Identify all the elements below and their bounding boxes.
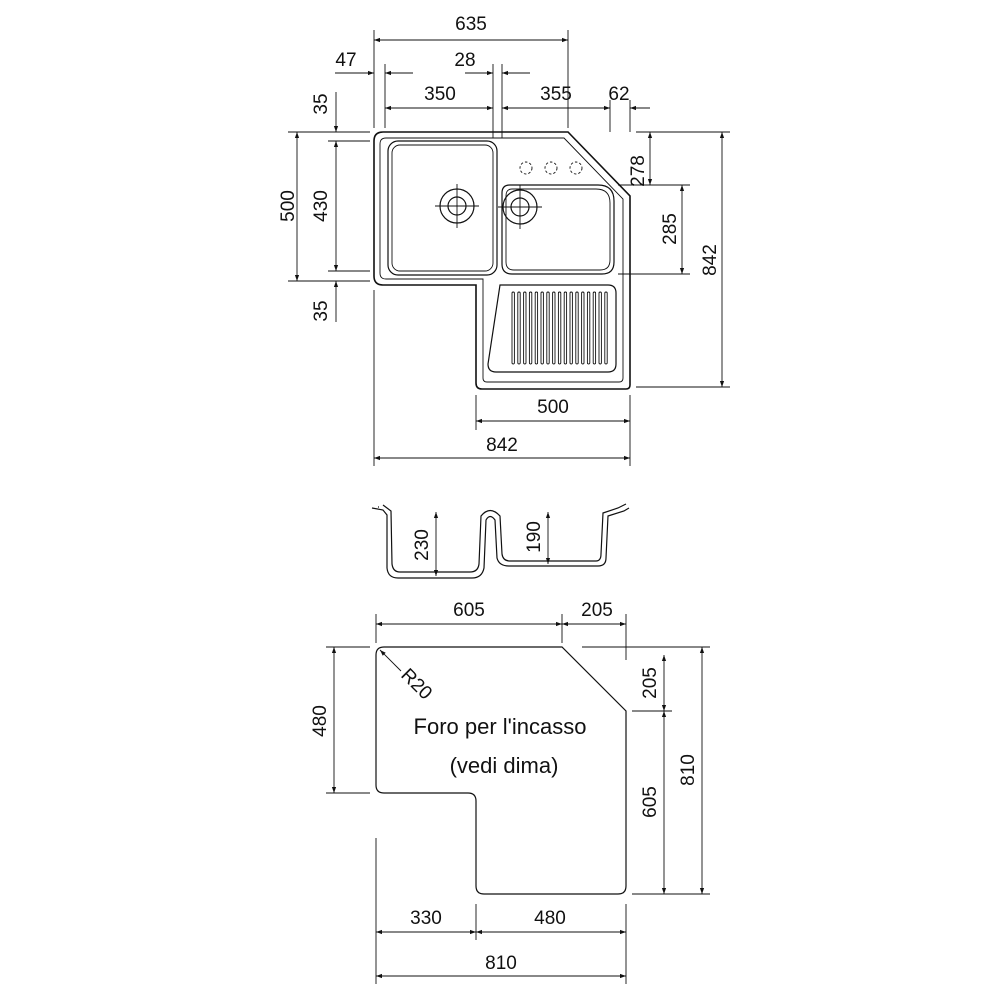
dim-cutout-top: 605 205 — [375, 600, 627, 660]
drainboard-rib — [563, 291, 568, 365]
dim-label: 205 — [640, 667, 661, 699]
dim-label: 605 — [453, 600, 485, 621]
drainboard-rib — [598, 291, 602, 365]
drainboard-rib — [592, 291, 597, 365]
dim-label: 810 — [678, 754, 699, 786]
dim-bottom: 500 842 — [373, 290, 631, 466]
cutout-note-title: Foro per l'incasso — [414, 714, 587, 739]
drainboard-ribs — [511, 291, 608, 365]
left-bowl — [387, 140, 498, 276]
dim-label: 605 — [640, 786, 661, 818]
dim-label: 430 — [311, 190, 332, 222]
tap-holes — [519, 161, 583, 175]
radius-callout: R20 — [379, 649, 436, 704]
dim-label: 810 — [485, 953, 517, 974]
drainboard-rib — [586, 291, 591, 365]
dim-cutout-right: 205 605 810 — [582, 646, 710, 895]
dim-label: 842 — [486, 435, 518, 456]
section-inner — [378, 503, 627, 573]
dim-label: 842 — [700, 244, 721, 276]
dim-label: 480 — [310, 705, 331, 737]
drainboard-rib — [557, 291, 562, 365]
drainboard-rib — [569, 291, 573, 365]
section-outline — [371, 507, 630, 579]
dim-label: R20 — [396, 665, 435, 704]
dim-label: 28 — [454, 50, 475, 71]
drainboard-rib — [511, 291, 515, 365]
dim-label: 230 — [412, 529, 433, 561]
drainboard-rib — [528, 291, 533, 365]
section-view: 230 190 — [371, 503, 630, 579]
dim-left-vertical: 500 430 35 35 — [278, 92, 370, 322]
right-bowl — [501, 184, 615, 275]
drainboard-rib — [546, 291, 550, 365]
drainboard-rib — [540, 291, 544, 365]
dim-label: 278 — [628, 155, 649, 187]
dim-label: 205 — [581, 600, 613, 621]
cutout-outline — [375, 646, 627, 895]
dim-label: 500 — [278, 190, 299, 222]
drainboard-rib — [581, 291, 585, 365]
dim-label: 500 — [537, 397, 569, 418]
dim-right-vertical: 278 285 842 — [618, 131, 730, 388]
drainboard-rib — [534, 291, 539, 365]
drainboard — [487, 284, 617, 373]
sink-outer-outline — [373, 131, 631, 390]
drainboard-rib — [604, 291, 608, 365]
dim-cutout-left: 480 — [310, 646, 370, 794]
left-drain — [435, 184, 479, 228]
dim-label: 35 — [311, 93, 332, 114]
dim-47-28: 47 28 — [335, 50, 530, 138]
dim-label: 355 — [540, 84, 572, 105]
right-drain — [498, 185, 542, 229]
cutout-view: R20 Foro per l'incasso (vedi dima) 605 2… — [310, 600, 710, 984]
dim-350-355-62: 350 355 62 — [385, 84, 650, 132]
dim-label: 190 — [524, 521, 545, 553]
drainboard-rib — [552, 291, 556, 365]
dim-label: 635 — [455, 14, 487, 35]
sink-rim-line — [379, 137, 624, 383]
dim-section: 230 190 — [412, 512, 551, 576]
dim-label: 350 — [424, 84, 456, 105]
dim-label: 35 — [311, 300, 332, 321]
drainboard-rib — [517, 291, 521, 365]
dim-label: 480 — [534, 908, 566, 929]
top-view: 635 47 28 350 355 62 — [278, 14, 730, 466]
dim-label: 62 — [608, 84, 629, 105]
right-bowl-inner — [505, 188, 611, 271]
drainboard-rib — [523, 291, 527, 365]
dim-label: 285 — [660, 213, 681, 245]
left-bowl-inner — [391, 144, 494, 272]
dim-label: 330 — [410, 908, 442, 929]
drainboard-rib — [575, 291, 579, 365]
dim-label: 47 — [335, 50, 356, 71]
cutout-note-subtitle: (vedi dima) — [450, 753, 559, 778]
dim-cutout-bottom: 330 480 810 — [375, 838, 627, 984]
dim-635: 635 — [373, 14, 569, 128]
